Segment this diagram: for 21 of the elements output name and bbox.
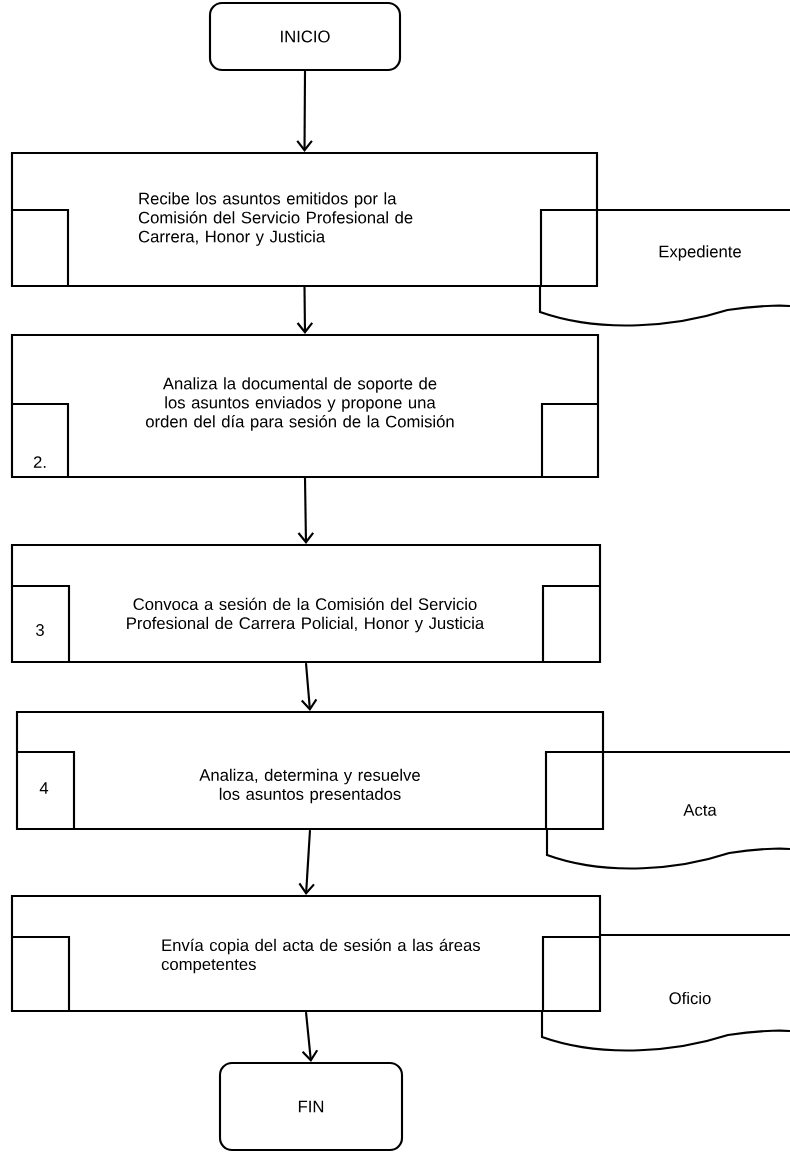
process-text: Envía copia del acta de sesión a las áreas competentes — [161, 938, 481, 974]
step-number: 4 — [39, 782, 49, 794]
step-number: 3 — [36, 624, 44, 636]
process-box — [15, 710, 605, 831]
arrow — [301, 1011, 319, 1062]
step-number: 2. — [33, 456, 46, 468]
process-text: Convoca a sesión de la Comisión del Servicio Profesional de Carrera Policial, Honor y Justicia — [127, 597, 485, 633]
terminator-box: FIN — [218, 1061, 404, 1152]
process-text: Analiza la documental de soporte de los asuntos enviados y propone una orden del día para sesión de la Comisión — [145, 377, 454, 431]
process-box — [10, 333, 600, 479]
terminator-box: INICIO — [208, 1, 402, 72]
process-text: Recibe los asuntos emitidos por la Comisión del Servicio Profesional de Carrera, Honor y Justicia — [138, 192, 413, 246]
arrow — [296, 287, 314, 334]
arrow — [296, 71, 313, 152]
arrow — [298, 830, 315, 895]
process-box — [10, 543, 602, 664]
arrow — [297, 478, 314, 544]
process-box — [10, 894, 602, 1013]
arrow — [301, 663, 318, 711]
process-box — [10, 151, 599, 288]
process-text: Analiza, determina y resuelve los asuntos presentados — [199, 768, 420, 804]
